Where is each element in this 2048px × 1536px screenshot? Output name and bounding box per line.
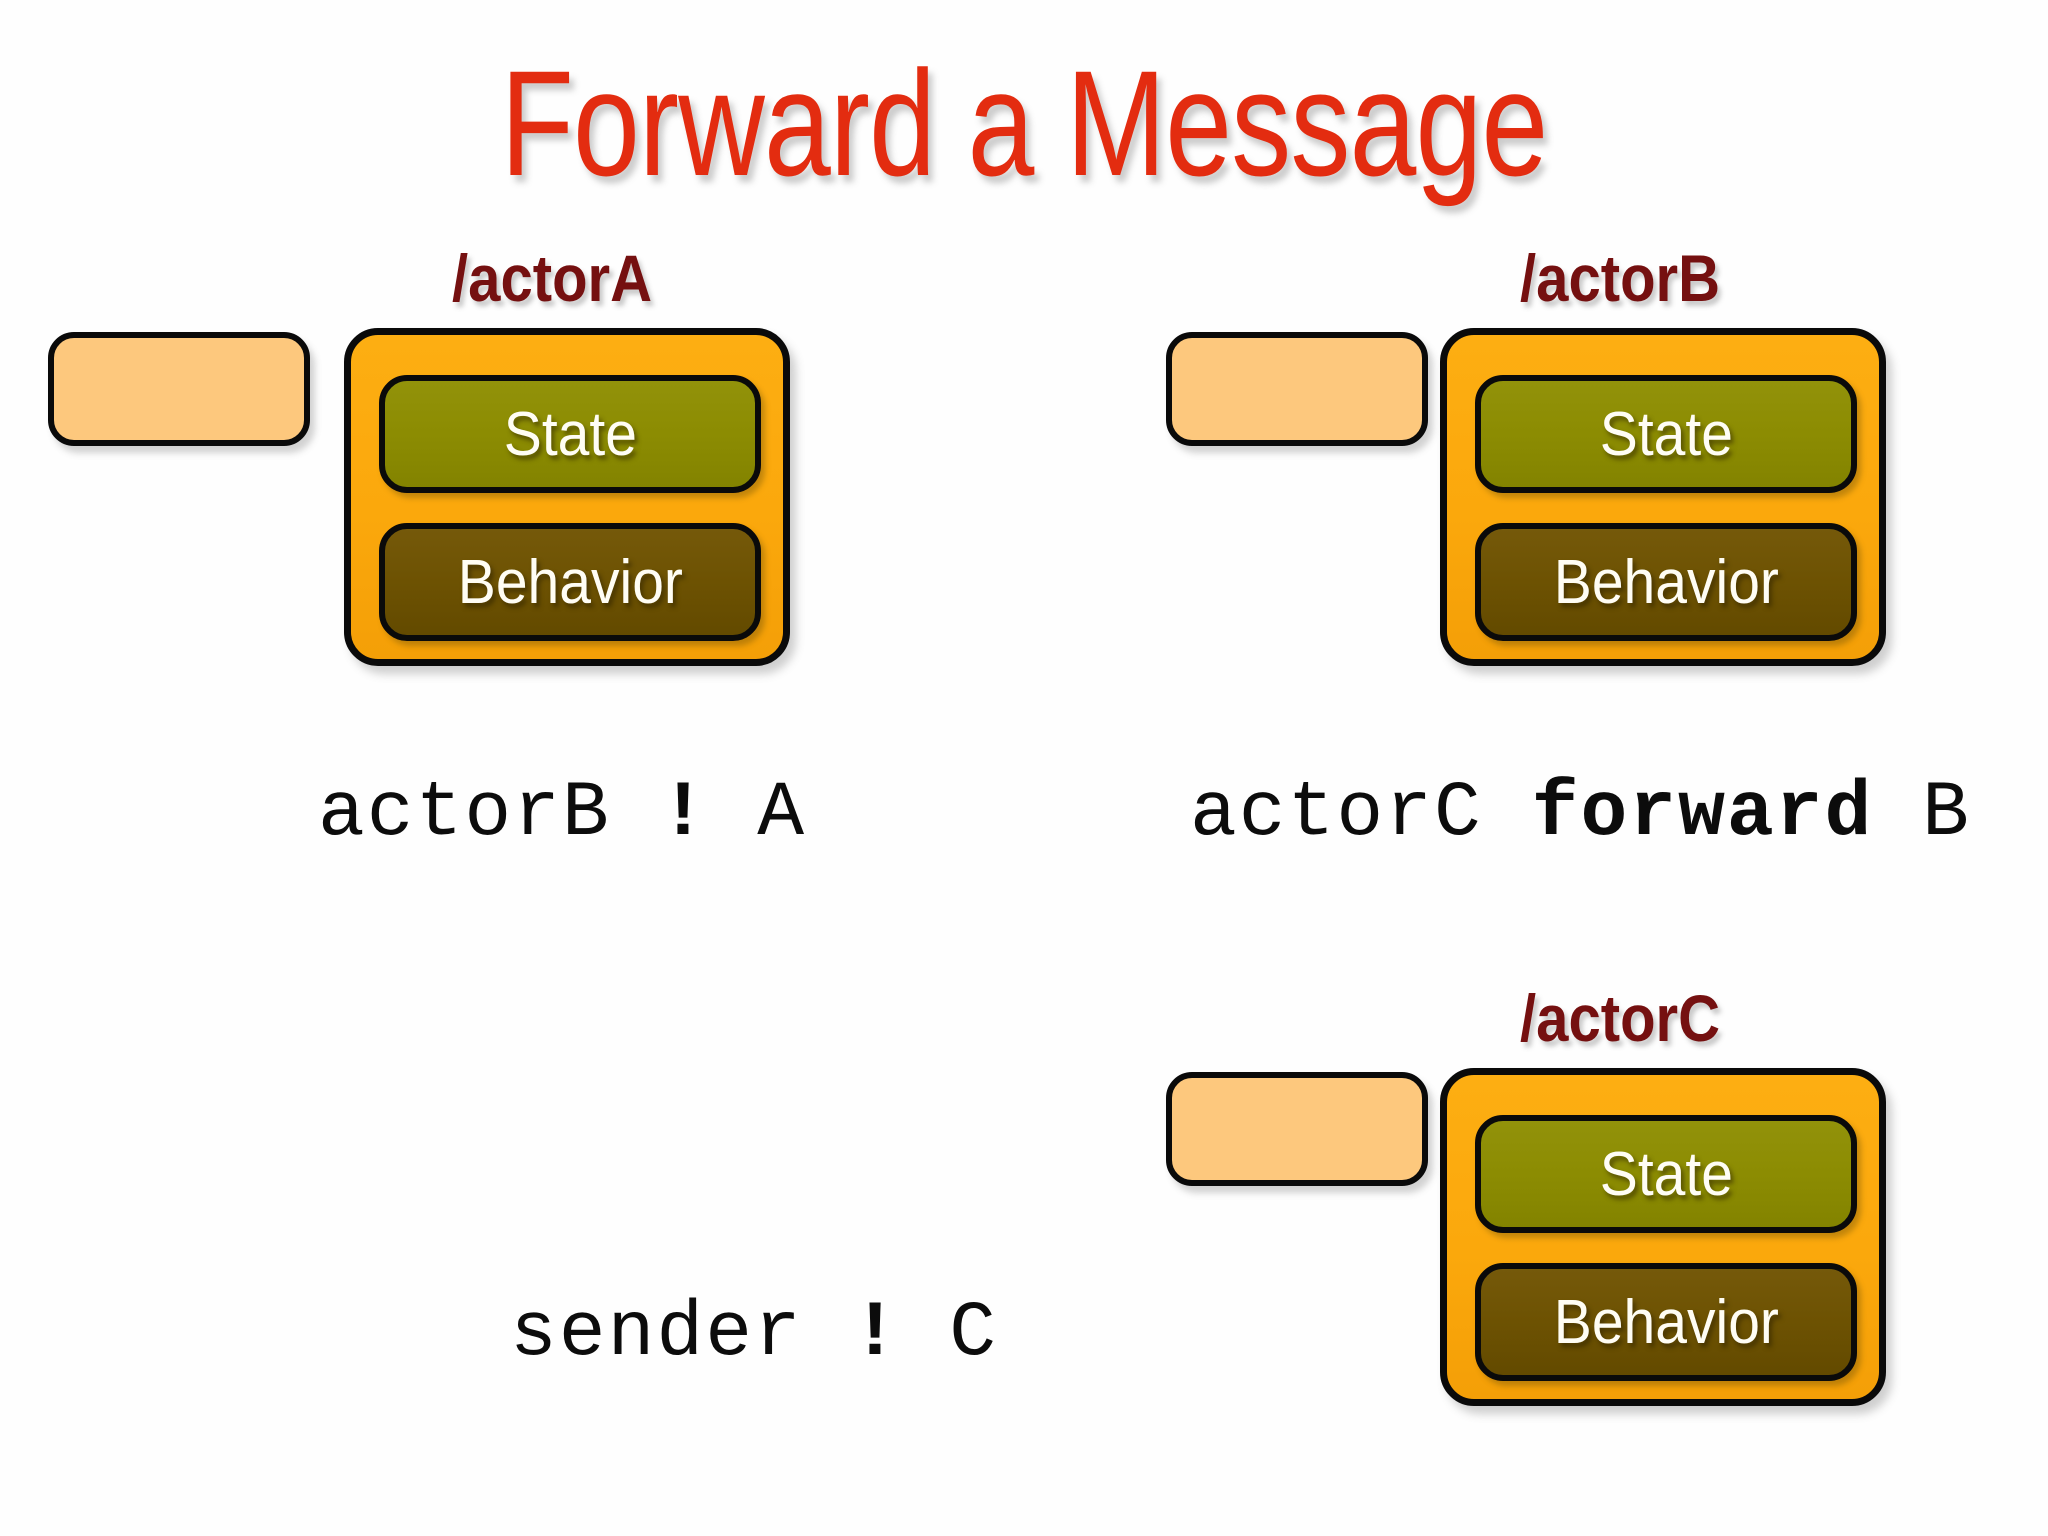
state-slab-label-a: State [503, 399, 637, 469]
mailbox-a[interactable] [48, 332, 310, 446]
state-slab-c[interactable]: State [1475, 1115, 1857, 1233]
actor-group-a: /actorA State Behavior [0, 0, 1024, 720]
code-token-emphasis: forward [1531, 770, 1874, 858]
actor-label-b: /actorB [1520, 241, 1721, 315]
code-line-actor-c: sender ! C [510, 1290, 998, 1378]
actor-box-c[interactable]: State Behavior [1440, 1068, 1886, 1406]
state-slab-b[interactable]: State [1475, 375, 1857, 493]
actor-label-c: /actorC [1520, 981, 1721, 1055]
actor-box-b[interactable]: State Behavior [1440, 328, 1886, 666]
code-token: actorC [1190, 770, 1532, 858]
code-token: sender [510, 1290, 852, 1378]
page-title: Forward a Message [500, 39, 1549, 207]
actor-box-a[interactable]: State Behavior [344, 328, 790, 666]
code-token: A [708, 770, 807, 858]
actor-group-b: /actorB State Behavior [1100, 0, 2048, 720]
state-slab-label-c: State [1599, 1139, 1733, 1209]
code-line-actor-a: actorB ! A [318, 770, 806, 858]
behavior-slab-c[interactable]: Behavior [1475, 1263, 1857, 1381]
code-token: actorB [318, 770, 660, 858]
behavior-slab-label-a: Behavior [457, 547, 683, 617]
code-token-emphasis: ! [659, 770, 709, 858]
state-slab-label-b: State [1599, 399, 1733, 469]
behavior-slab-b[interactable]: Behavior [1475, 523, 1857, 641]
mailbox-b[interactable] [1166, 332, 1428, 446]
behavior-slab-label-b: Behavior [1553, 547, 1779, 617]
state-slab-a[interactable]: State [379, 375, 761, 493]
mailbox-c[interactable] [1166, 1072, 1428, 1186]
actor-label-a: /actorA [452, 241, 653, 315]
code-token: B [1873, 770, 1971, 858]
behavior-slab-label-c: Behavior [1553, 1287, 1779, 1357]
code-line-actor-b: actorC forward B [1190, 770, 1971, 858]
code-token-emphasis: ! [851, 1290, 901, 1378]
actor-group-c: /actorC State Behavior [1100, 720, 2048, 1420]
behavior-slab-a[interactable]: Behavior [379, 523, 761, 641]
code-token: C [900, 1290, 999, 1378]
